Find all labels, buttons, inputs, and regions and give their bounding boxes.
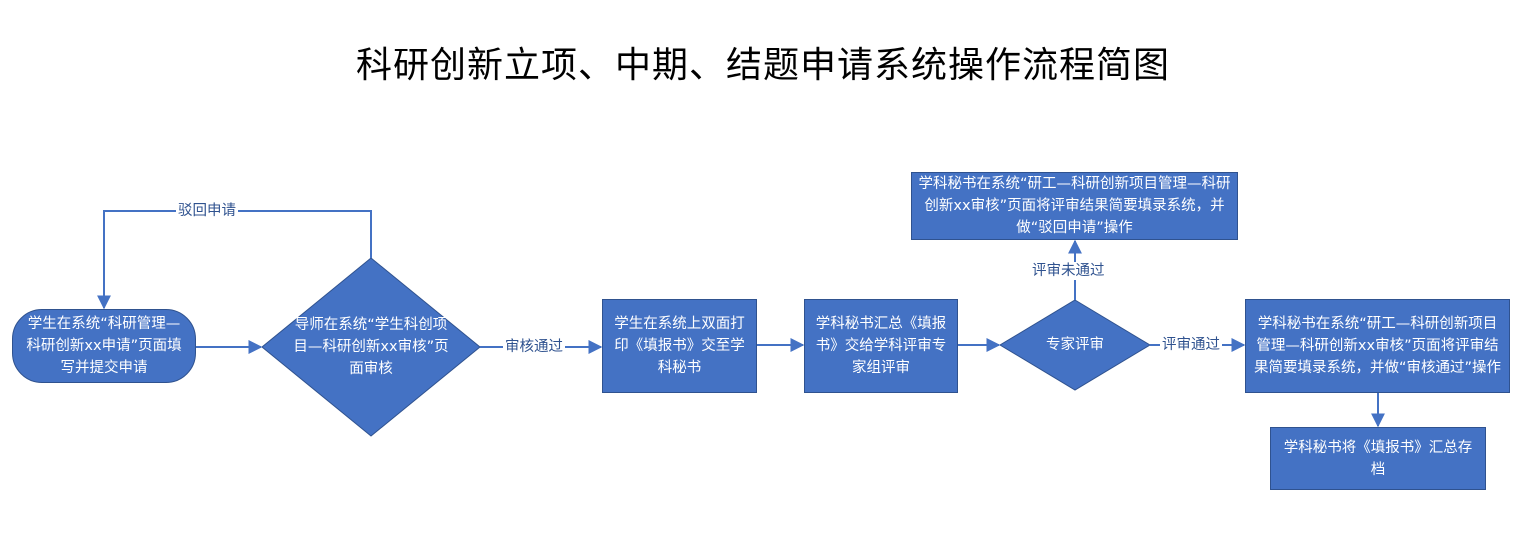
expert-review-diamond (999, 299, 1151, 391)
node-secretary-archive: 学科秘书将《填报书》汇总存档 (1270, 427, 1486, 490)
node-secretary-collect: 学科秘书汇总《填报书》交给学科评审专家组评审 (804, 299, 958, 393)
diagram-title: 科研创新立项、中期、结题申请系统操作流程简图 (355, 45, 1170, 86)
node-expert-review-label: 专家评审 (1046, 337, 1104, 353)
node-secretary-approve: 学科秘书在系统“研工—科研创新项目管理—科研创新xx审核”页面将评审结果简要填录… (1245, 299, 1510, 393)
edge-label-evaluation-passed: 评审通过 (1160, 336, 1222, 354)
node-secretary-reject: 学科秘书在系统“研工—科研创新项目管理—科研创新xx审核”页面将评审结果简要填录… (911, 172, 1238, 240)
node-student-submit: 学生在系统“科研管理—科研创新xx申请”页面填写并提交申请 (12, 309, 196, 383)
node-student-print: 学生在系统上双面打印《填报书》交至学科秘书 (602, 299, 757, 393)
edge-label-reject-application: 驳回申请 (176, 202, 238, 220)
edge-label-review-passed: 审核通过 (503, 338, 565, 356)
advisor-review-diamond (261, 257, 481, 437)
node-advisor-review-label: 导师在系统“学生科创项目—科研创新xx审核”页面审核 (293, 317, 449, 377)
edge-label-review-failed: 评审未通过 (1030, 262, 1107, 280)
